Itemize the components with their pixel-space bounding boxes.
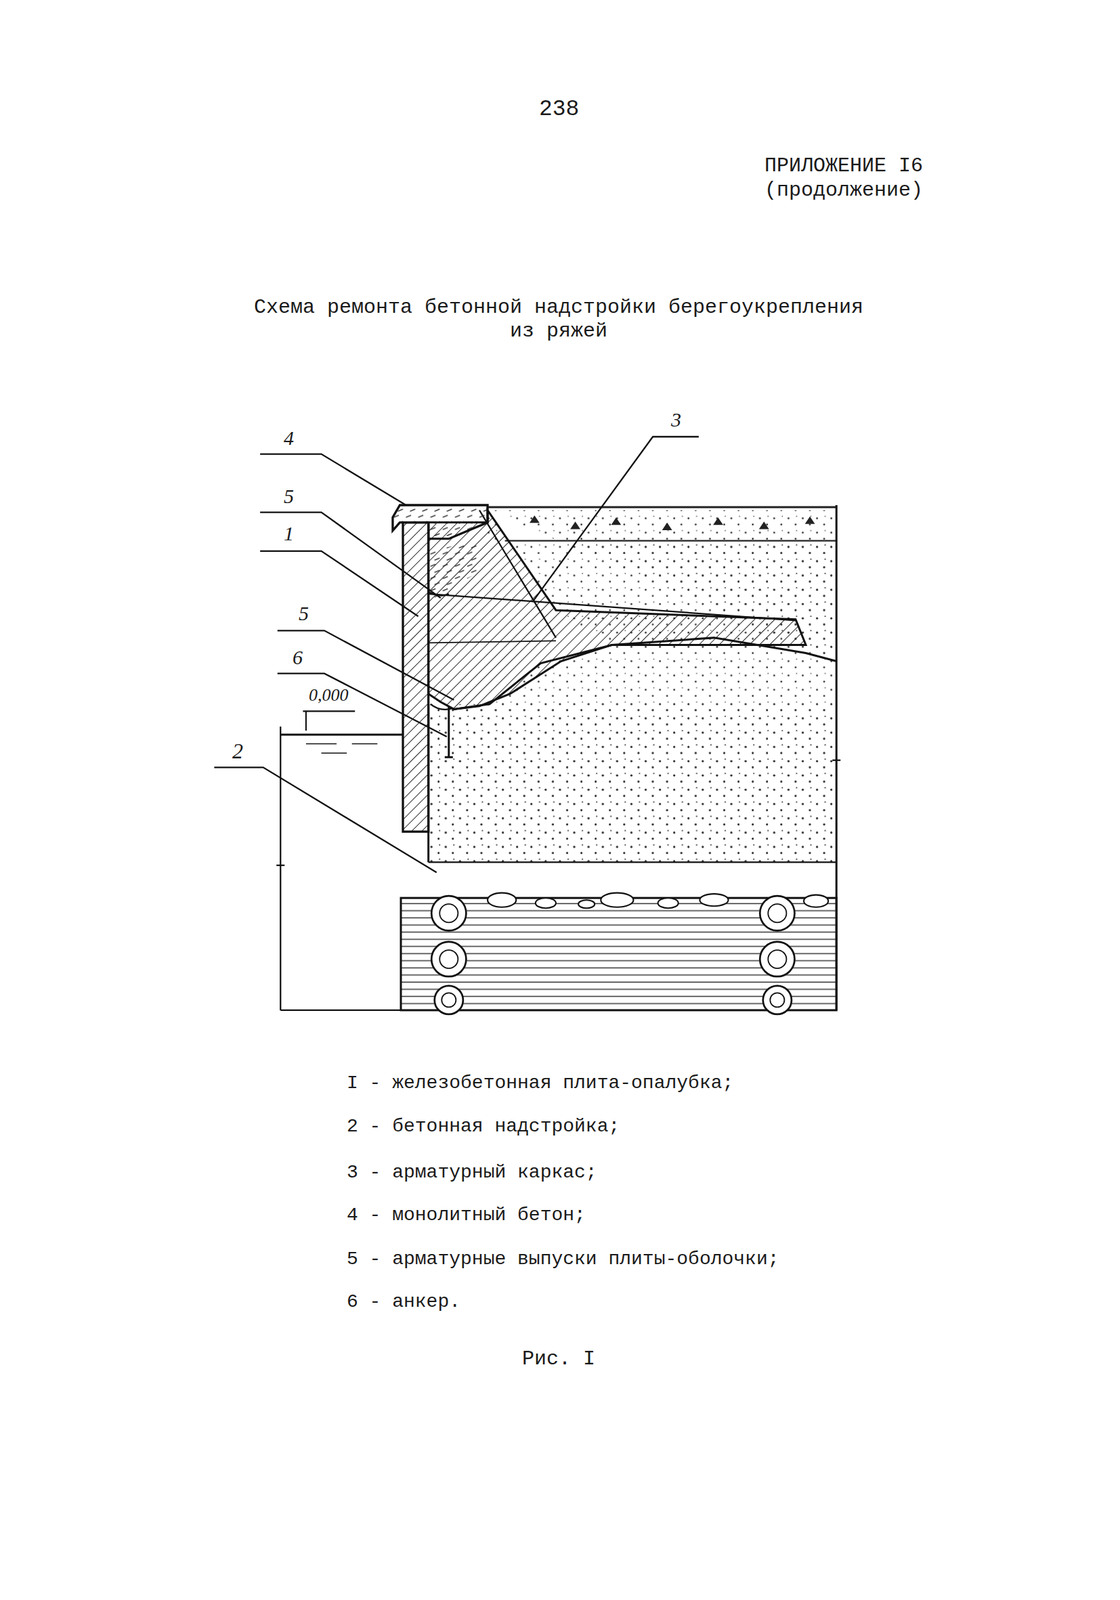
appendix-note: (продолжение) <box>764 178 923 203</box>
leader-line <box>213 767 437 873</box>
sand-fill-lower <box>428 704 837 863</box>
callout-number: 6 <box>292 645 303 670</box>
callout-number: 2 <box>232 738 244 764</box>
reinforcement-cage-top <box>428 593 796 621</box>
leader-line <box>260 551 418 617</box>
rebar-outlets <box>428 591 454 710</box>
diagram-title: Схема ремонта бетонной надстройки берего… <box>243 295 874 343</box>
legend-line: 4 - монолитный бетон; <box>346 1204 586 1227</box>
anchor <box>444 706 454 758</box>
callout-number: 5 <box>283 484 294 509</box>
break-line <box>453 637 837 709</box>
leader-line <box>260 454 406 506</box>
figure-caption: Рис. I <box>522 1347 596 1372</box>
reinforcement-cage-diagonal <box>479 510 556 638</box>
reinforcement-bar <box>428 640 556 643</box>
log-end <box>431 941 466 977</box>
leader-line <box>277 673 447 737</box>
concrete-superstructure <box>428 510 806 710</box>
water-and-ground <box>276 711 403 1011</box>
old-concrete-bottom <box>428 861 837 863</box>
log-ends <box>431 895 795 1015</box>
leader-lines <box>213 436 699 873</box>
break-tick <box>276 864 285 867</box>
legend-line: 3 - арматурный каркас; <box>346 1161 598 1184</box>
leader-line <box>277 630 455 700</box>
legend-line: I - железобетонная плита-опалубка; <box>346 1072 734 1095</box>
callout-number: 1 <box>283 522 294 546</box>
new-concrete <box>428 510 806 710</box>
sand-fill <box>428 510 837 863</box>
level-mark-text: 0,000 <box>308 685 349 706</box>
log-end <box>759 895 795 931</box>
log-end <box>434 985 464 1015</box>
log-rings <box>439 903 787 1007</box>
legend-line: 6 - анкер. <box>346 1291 461 1313</box>
callout-number: 5 <box>298 601 309 626</box>
break-tick <box>832 759 841 762</box>
appendix-heading: ПРИЛОЖЕНИЕ I6 <box>764 154 923 179</box>
sand-backfill <box>428 510 837 863</box>
legend-line: 5 - арматурные выпуски плиты-оболочки; <box>346 1248 780 1271</box>
water-level <box>280 734 403 737</box>
callout-number: 4 <box>283 426 294 451</box>
page-number: 238 <box>539 96 579 123</box>
stones <box>487 893 829 909</box>
left-boundary <box>279 726 282 1011</box>
plate-formwork <box>402 522 429 833</box>
bottom-line <box>280 1009 401 1011</box>
level-mark <box>302 711 355 731</box>
log-end <box>763 985 792 1015</box>
gravel-layer <box>487 507 837 542</box>
top-line <box>487 505 837 508</box>
gravel-bottom-line <box>505 540 837 542</box>
gravel-triangles <box>530 516 814 531</box>
water-dashes <box>306 744 378 754</box>
monolithic-fill <box>428 541 480 602</box>
leader-line <box>532 436 699 602</box>
callout-number: 3 <box>671 408 682 433</box>
log-end <box>759 941 795 977</box>
crib-ryazh <box>400 893 837 1015</box>
leader-line <box>260 512 441 599</box>
log-end <box>431 895 466 931</box>
legend-line: 2 - бетонная надстройка; <box>346 1115 620 1138</box>
